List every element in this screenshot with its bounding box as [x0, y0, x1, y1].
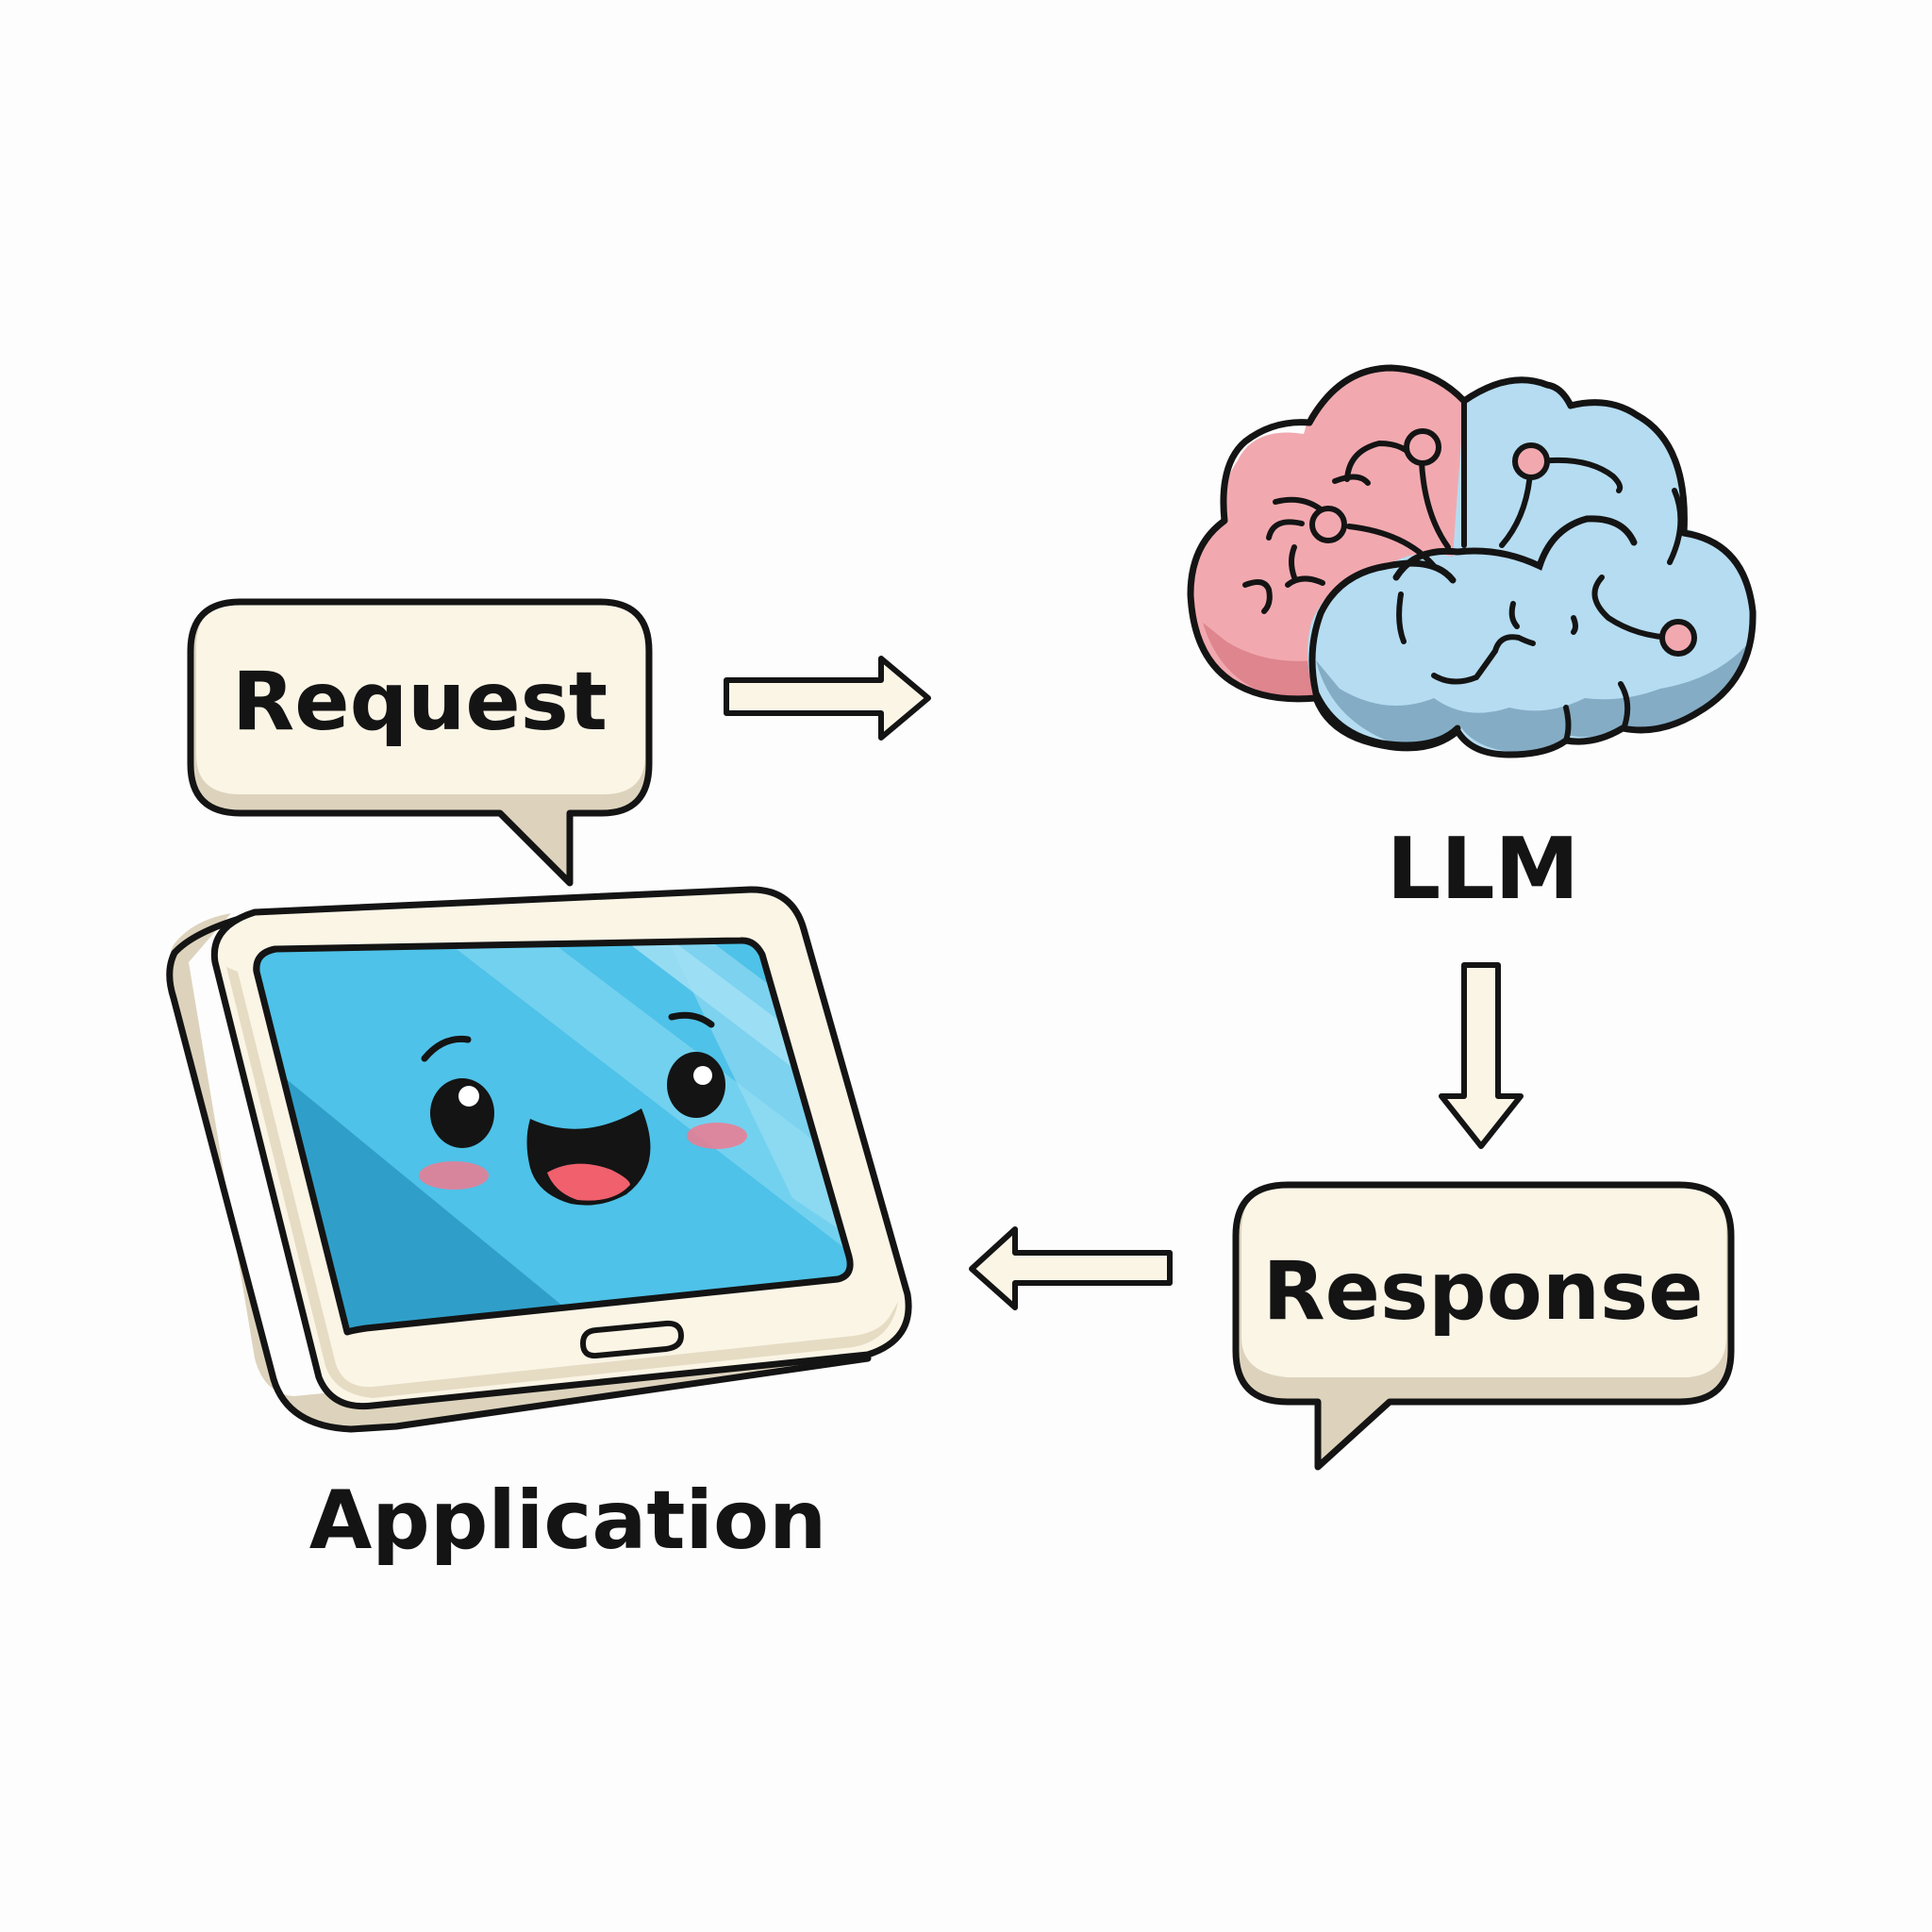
- response-label: Response: [1262, 1244, 1703, 1339]
- request-label: Request: [232, 655, 608, 749]
- arrow-llm-to-response: [1439, 962, 1524, 1149]
- llm-label: LLM: [1387, 820, 1579, 919]
- arrow-response-to-application: [969, 1226, 1173, 1310]
- brain-icon: [1187, 364, 1757, 758]
- response-bubble: Response: [1232, 1181, 1735, 1471]
- application-label: Application: [309, 1474, 827, 1568]
- smiling-tablet-icon: [166, 886, 912, 1433]
- request-bubble: Request: [187, 598, 653, 887]
- arrow-request-to-llm: [724, 656, 931, 741]
